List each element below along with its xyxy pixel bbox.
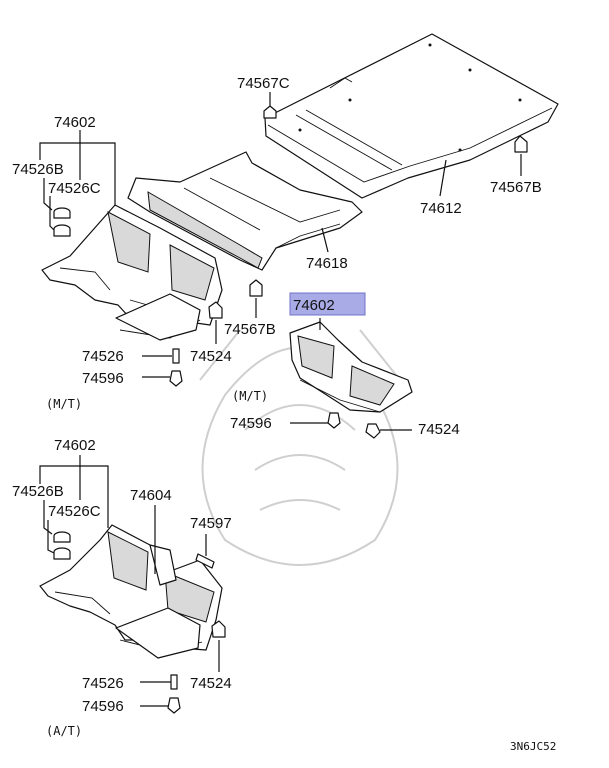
- label-74526b-at[interactable]: 74526B: [12, 483, 64, 500]
- label-74526-at[interactable]: 74526: [82, 675, 124, 692]
- label-74526c-at[interactable]: 74526C: [48, 503, 101, 520]
- label-74526b-mt[interactable]: 74526B: [12, 161, 64, 178]
- highlight-box: [289, 292, 366, 316]
- label-74567c[interactable]: 74567C: [237, 75, 290, 92]
- label-74526c-mt[interactable]: 74526C: [48, 180, 101, 197]
- label-74567b-top[interactable]: 74567B: [490, 179, 542, 196]
- label-74602-highlighted[interactable]: 74602: [293, 297, 335, 314]
- label-74602-mt[interactable]: 74602: [54, 114, 96, 131]
- cover-74618: [127, 151, 363, 271]
- label-74524-at[interactable]: 74524: [190, 675, 232, 692]
- label-74596-mt[interactable]: 74596: [82, 370, 124, 387]
- label-74618[interactable]: 74618: [306, 255, 348, 272]
- label-74597[interactable]: 74597: [190, 515, 232, 532]
- floor-panel-74612: [264, 33, 559, 199]
- label-74526-mt[interactable]: 74526: [82, 348, 124, 365]
- label-74524-mt[interactable]: 74524: [190, 348, 232, 365]
- label-mt-left: (M/T): [46, 397, 82, 411]
- label-74612[interactable]: 74612: [420, 200, 462, 217]
- label-74567b-mid[interactable]: 74567B: [224, 321, 276, 338]
- label-mt-right: (M/T): [232, 389, 268, 403]
- label-74604[interactable]: 74604: [130, 487, 172, 504]
- label-74524-right[interactable]: 74524: [418, 421, 460, 438]
- under-guard-mt-left: [41, 204, 223, 341]
- label-74596-at[interactable]: 74596: [82, 698, 124, 715]
- label-74602-at[interactable]: 74602: [54, 437, 96, 454]
- under-guard-mt-right: [289, 321, 413, 413]
- fastener-clips: [53, 105, 528, 714]
- leader-lines: [39, 92, 522, 707]
- under-guard-at: [39, 524, 223, 659]
- diagram-code: 3N6JC52: [510, 740, 556, 753]
- label-at-left: (A/T): [46, 724, 82, 738]
- label-74596-right[interactable]: 74596: [230, 415, 272, 432]
